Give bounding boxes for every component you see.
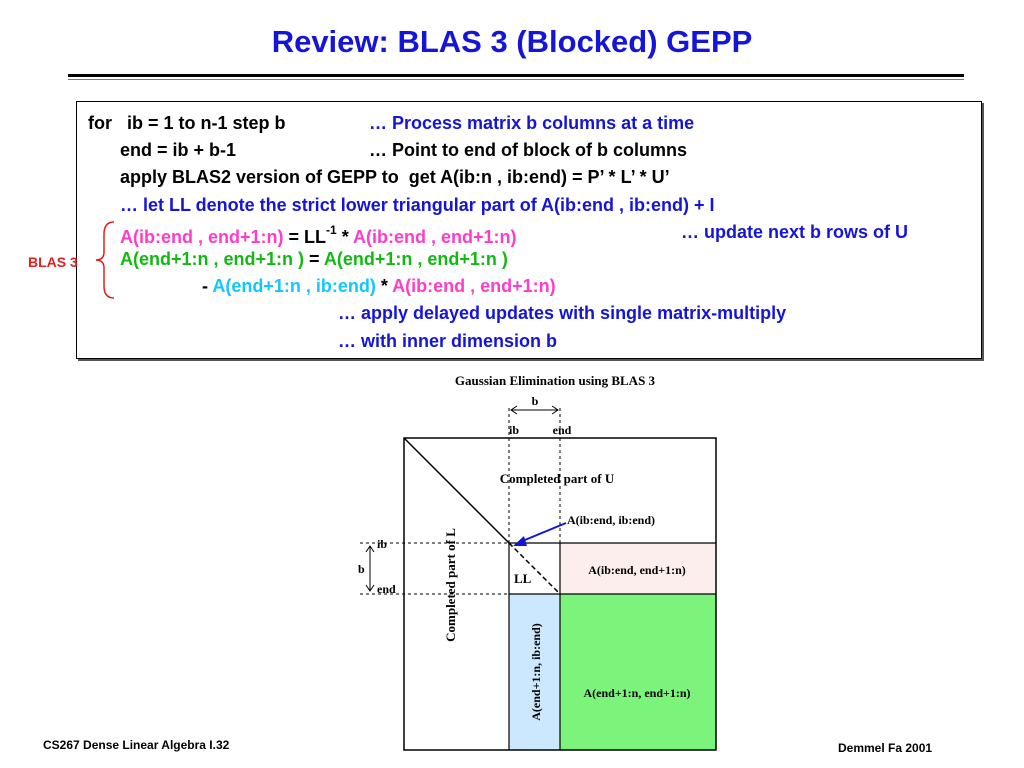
label-a-ib-end: A(ib:end, end+1:n) (588, 563, 686, 577)
label-ib-top: ib (509, 423, 519, 437)
diagram-title: Gaussian Elimination using BLAS 3 (455, 373, 656, 388)
expr-a-ib-end1: A(ib:end , end+1:n) (120, 227, 284, 247)
footer-author: Demmel Fa 2001 (838, 741, 933, 755)
blas3-brace (95, 221, 115, 299)
expr-a-end-end1: A(end+1:n , end+1:n ) (120, 249, 305, 269)
comment-update-rows: … update next b rows of U (681, 222, 909, 242)
block-a-ib-end (560, 543, 716, 594)
code-line-3: apply BLAS2 version of GEPP to get A(ib:… (120, 167, 670, 187)
comment-inner-dimension: … with inner dimension b (338, 331, 558, 351)
expr-a-end-end2: A(end+1:n , end+1:n ) (323, 249, 508, 269)
block-a-end-end (560, 594, 716, 750)
arrow-head (513, 536, 527, 546)
code-line-2: end = ib + b-1 (120, 140, 237, 160)
diagonal-solid (403, 437, 510, 544)
expr-minus: - (202, 276, 213, 296)
code-box: for ib = 1 to n-1 step b … Process matri… (76, 101, 982, 359)
expr-mul: * (336, 227, 354, 247)
title-rule-thin (68, 79, 964, 80)
expr-mul2: * (375, 276, 393, 296)
loop-header: ib = 1 to n-1 step b (127, 113, 286, 133)
block-a-end-ib (509, 594, 560, 750)
expr-inverse-sup: -1 (326, 223, 337, 237)
code-line-1: for ib = 1 to n-1 step b (88, 112, 286, 134)
code-line-7: - A(end+1:n , ib:end) * A(ib:end , end+1… (202, 275, 556, 297)
code-line-6: A(end+1:n , end+1:n ) = A(end+1:n , end+… (120, 248, 508, 270)
code-line-5: A(ib:end , end+1:n) = LL-1 * A(ib:end , … (120, 221, 517, 248)
for-keyword: for (88, 113, 112, 133)
label-b-top: b (532, 394, 539, 408)
label-a-end-ib: A(end+1:n, ib:end) (529, 623, 543, 721)
expr-eq: = (304, 249, 324, 269)
label-end-left: end (377, 582, 396, 596)
label-b-left: b (358, 562, 365, 576)
diagonal-dashed (508, 542, 561, 595)
comment-delayed-updates: … apply delayed updates with single matr… (338, 303, 787, 323)
expr-a-ib-end2: A(ib:end , end+1:n) (353, 227, 517, 247)
page-title: Review: BLAS 3 (Blocked) GEPP (271, 24, 753, 59)
label-completed-l: Completed part of L (443, 528, 458, 642)
arrow-to-block (519, 522, 567, 543)
label-end-top: end (553, 423, 572, 437)
label-a-end-end: A(end+1:n, end+1:n) (583, 686, 690, 700)
expr-a-end-ib: A(end+1:n , ib:end) (212, 276, 376, 296)
blas3-label: BLAS 3 (28, 254, 78, 270)
comment-process-columns: … Process matrix b columns at a time (369, 113, 695, 133)
label-completed-u: Completed part of U (500, 471, 615, 486)
gepp-diagram: Gaussian Elimination using BLAS 3 b ib e… (358, 373, 717, 751)
title-rule (68, 74, 964, 77)
comment-let-ll: … let LL denote the strict lower triangu… (120, 195, 715, 215)
expr-a-ib-end3: A(ib:end , end+1:n) (392, 276, 556, 296)
label-a-ib-ib: A(ib:end, ib:end) (567, 513, 655, 527)
label-ib-left: ib (377, 537, 387, 551)
label-ll: LL (514, 571, 532, 586)
footer-course: CS267 Dense Linear Algebra I.32 (43, 738, 230, 752)
expr-eq-ll: = LL (283, 227, 327, 247)
comment-point-to-end: … Point to end of block of b columns (369, 140, 687, 160)
